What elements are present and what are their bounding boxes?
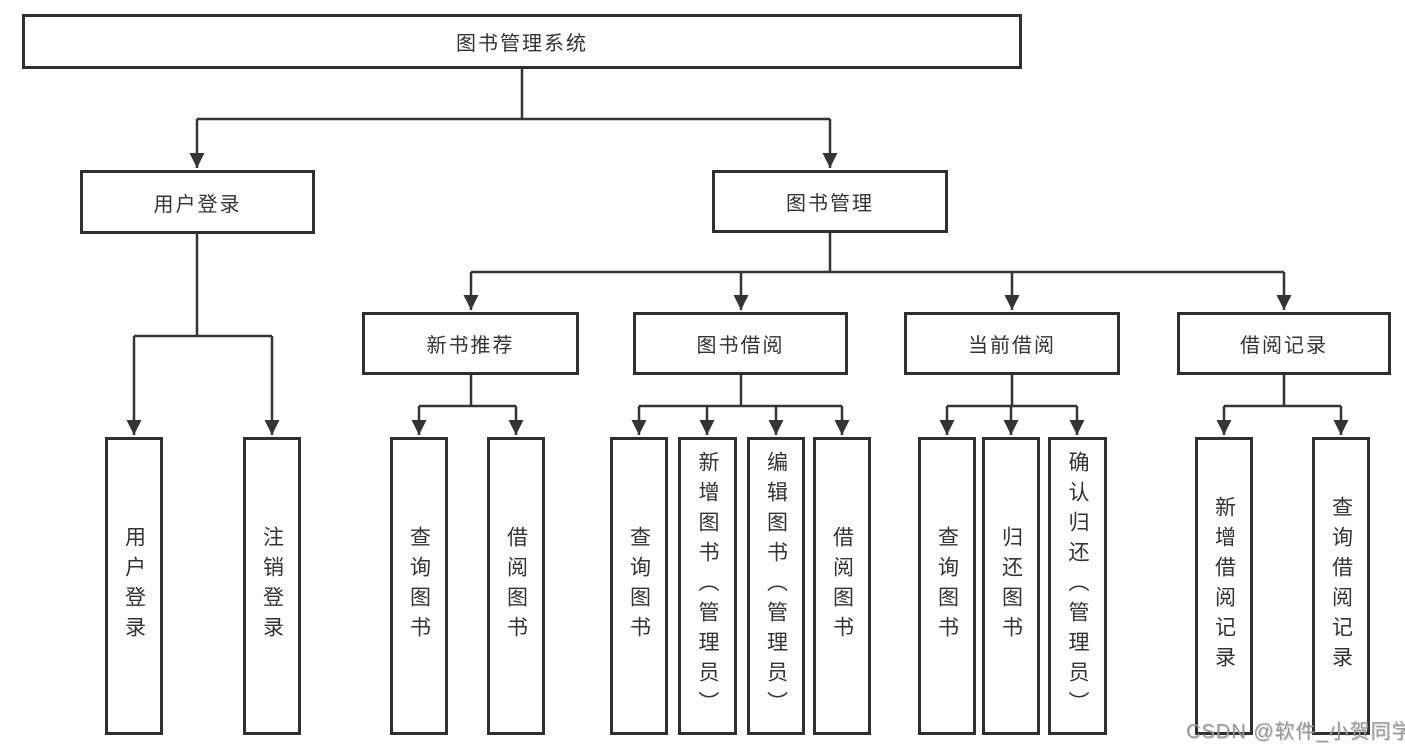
node-label: 归还图书 (999, 526, 1023, 646)
node-label: 查询图书 (407, 526, 431, 646)
node-label: 图书借阅 (696, 335, 785, 357)
node-label: 图书管理系统 (456, 33, 588, 55)
node-label: 用户登录 (122, 526, 146, 646)
leaf-logout: 注销登录 (243, 437, 301, 735)
leaf-borrow-books-recommend: 借阅图书 (487, 437, 545, 735)
node-label: 查询图书 (935, 526, 959, 646)
leaf-add-books-admin: 新增图书（管理员） (678, 437, 737, 735)
node-book-management: 图书管理 (712, 170, 948, 233)
node-label: 新增借阅记录 (1212, 496, 1236, 676)
node-label: 图书管理 (786, 193, 874, 215)
node-label: 借阅记录 (1240, 335, 1328, 357)
node-label: 编辑图书（管理员） (764, 451, 788, 721)
leaf-user-login: 用户登录 (105, 437, 163, 735)
node-label: 新书推荐 (426, 335, 515, 357)
leaf-search-borrow-record: 查询借阅记录 (1312, 437, 1370, 735)
leaf-search-books-recommend: 查询图书 (390, 437, 448, 735)
node-label: 借阅图书 (830, 526, 854, 646)
node-user-login: 用户登录 (80, 170, 315, 234)
node-new-book-recommendation: 新书推荐 (362, 312, 579, 375)
node-label: 确认归还（管理员） (1066, 451, 1089, 721)
node-label: 借阅图书 (504, 526, 528, 646)
node-current-borrowing: 当前借阅 (904, 312, 1120, 375)
node-label: 注销登录 (260, 526, 284, 646)
node-label: 查询借阅记录 (1329, 496, 1353, 676)
node-library-management-system: 图书管理系统 (22, 14, 1022, 69)
node-label: 用户登录 (153, 193, 242, 216)
node-label: 查询图书 (627, 526, 651, 646)
leaf-return-books: 归还图书 (982, 437, 1040, 735)
node-label: 新增图书（管理员） (696, 451, 719, 721)
leaf-confirm-return-admin: 确认归还（管理员） (1048, 437, 1107, 735)
leaf-search-books-current: 查询图书 (918, 437, 976, 735)
node-book-borrowing: 图书借阅 (633, 312, 848, 375)
leaf-search-books-borrowing: 查询图书 (610, 437, 668, 735)
leaf-add-borrow-record: 新增借阅记录 (1195, 437, 1253, 735)
leaf-edit-books-admin: 编辑图书（管理员） (747, 437, 805, 735)
watermark: CSDN @软件_小贺同学 (1186, 721, 1405, 743)
leaf-borrow-books: 借阅图书 (813, 437, 871, 735)
node-label: 当前借阅 (968, 335, 1056, 357)
node-borrowing-records: 借阅记录 (1177, 312, 1391, 375)
